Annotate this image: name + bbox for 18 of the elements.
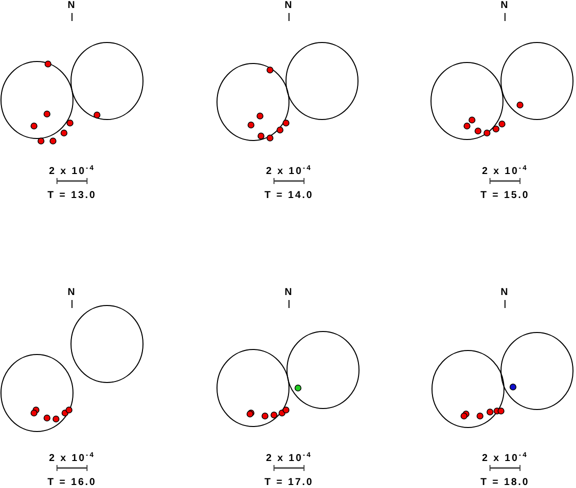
time-label: T = 18.0 bbox=[480, 477, 530, 488]
north-label: N bbox=[284, 0, 294, 12]
north-label: N bbox=[500, 287, 510, 299]
north-label: N bbox=[68, 287, 76, 299]
scale-label: 2 x 10$^{-4}$ bbox=[482, 166, 528, 178]
scale-label: 2 x 10$^{-4}$ bbox=[48, 453, 96, 465]
north-label: N bbox=[68, 0, 76, 12]
north-label: N bbox=[284, 287, 294, 299]
scale-label: 2 x 10$^{-4}$ bbox=[266, 453, 312, 465]
scale-label: 2 x 10$^{-4}$ bbox=[482, 453, 528, 465]
time-label: T = 16.0 bbox=[48, 477, 96, 488]
time-label: T = 15.0 bbox=[480, 190, 530, 202]
time-label: T = 13.0 bbox=[48, 190, 96, 202]
north-label: N bbox=[500, 0, 510, 12]
time-label: T = 17.0 bbox=[264, 477, 314, 488]
scale-label: 2 x 10$^{-4}$ bbox=[48, 166, 96, 178]
time-label: T = 14.0 bbox=[264, 190, 314, 202]
scale-label: 2 x 10$^{-4}$ bbox=[266, 166, 312, 178]
